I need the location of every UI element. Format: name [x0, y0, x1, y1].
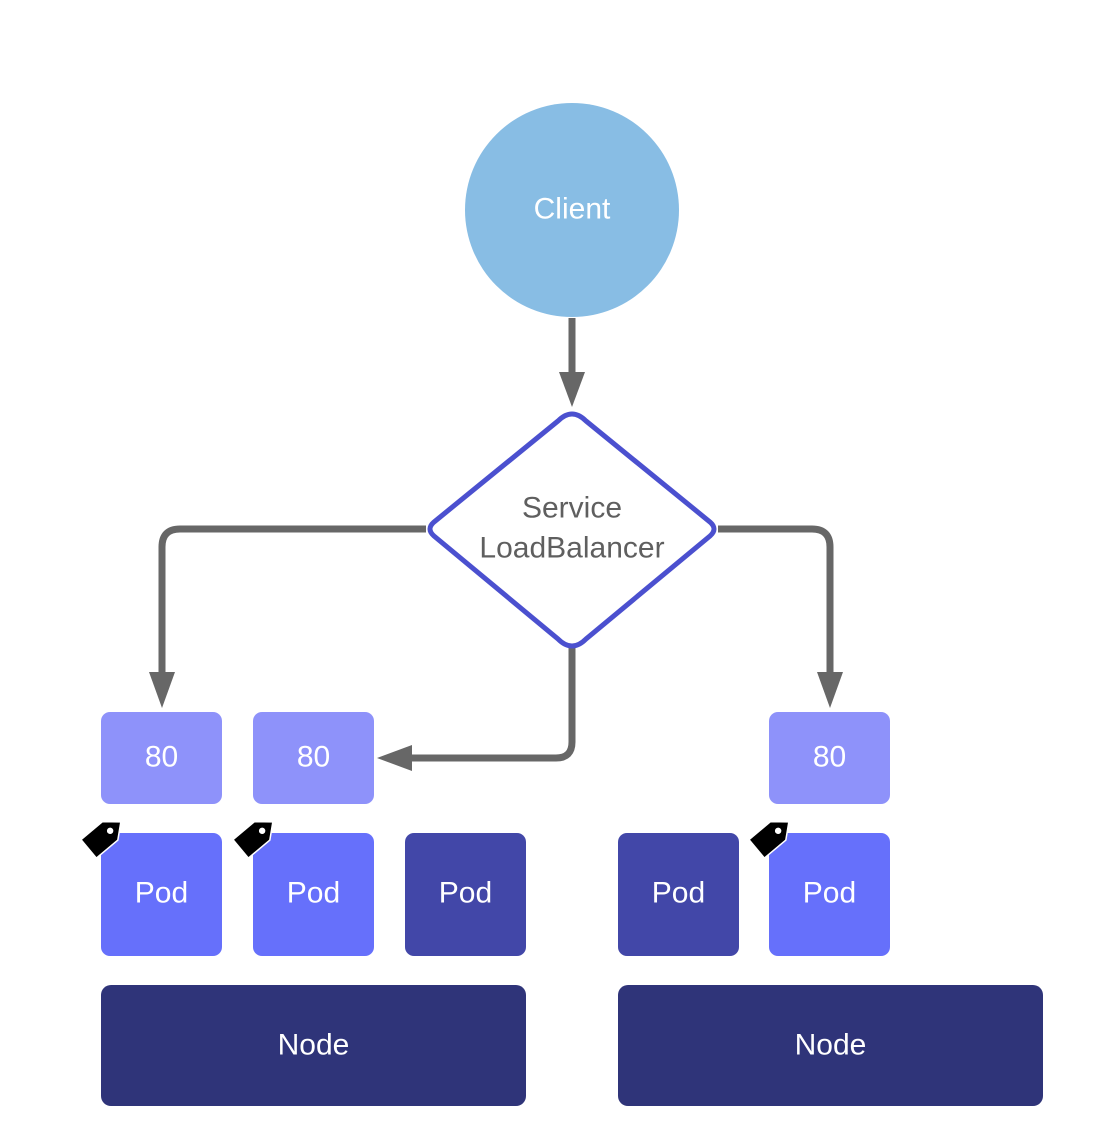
- pod-label: Pod: [135, 877, 188, 910]
- pod-label: Pod: [652, 877, 705, 910]
- pod-box-unselected: Pod: [618, 833, 739, 956]
- port-label: 80: [145, 741, 178, 774]
- tag-icon: [79, 820, 122, 860]
- arrowhead-service-port-2: [377, 745, 412, 771]
- connectors: [149, 318, 843, 771]
- connector-service-port-3: [718, 525, 834, 682]
- node-box: Node: [618, 985, 1043, 1106]
- pod-label: Pod: [287, 877, 340, 910]
- port-box: 80: [253, 712, 374, 804]
- tag-icon: [231, 820, 274, 860]
- node-label: Node: [795, 1029, 867, 1062]
- pod-label: Pod: [803, 877, 856, 910]
- port-label: 80: [297, 741, 330, 774]
- pods: Pod Pod Pod Pod Pod: [101, 833, 890, 956]
- port-box: 80: [101, 712, 222, 804]
- pod-tags: [79, 820, 790, 860]
- service-label-line1: Service: [522, 492, 622, 525]
- pod-box-selected: Pod: [769, 833, 890, 956]
- node-box: Node: [101, 985, 526, 1106]
- connector-service-port-2: [404, 648, 576, 762]
- client-node: Client: [465, 103, 679, 317]
- nodes: Node Node: [101, 985, 1043, 1106]
- pod-label: Pod: [439, 877, 492, 910]
- ports: 80 80 80: [101, 712, 890, 804]
- client-label: Client: [534, 193, 611, 226]
- tag-icon: [747, 820, 790, 860]
- service-diamond: [427, 411, 717, 649]
- arrowhead-service-port-1: [149, 672, 175, 708]
- service-label-line2: LoadBalancer: [479, 532, 664, 565]
- port-box: 80: [769, 712, 890, 804]
- pod-box-unselected: Pod: [405, 833, 526, 956]
- service-node: Service LoadBalancer: [427, 411, 717, 649]
- pod-box-selected: Pod: [253, 833, 374, 956]
- connector-service-port-1: [158, 525, 426, 682]
- arrowhead-service-port-3: [817, 672, 843, 708]
- arrowhead-client-service: [559, 372, 585, 407]
- node-label: Node: [278, 1029, 350, 1062]
- port-label: 80: [813, 741, 846, 774]
- pod-box-selected: Pod: [101, 833, 222, 956]
- client-circle: [465, 103, 679, 317]
